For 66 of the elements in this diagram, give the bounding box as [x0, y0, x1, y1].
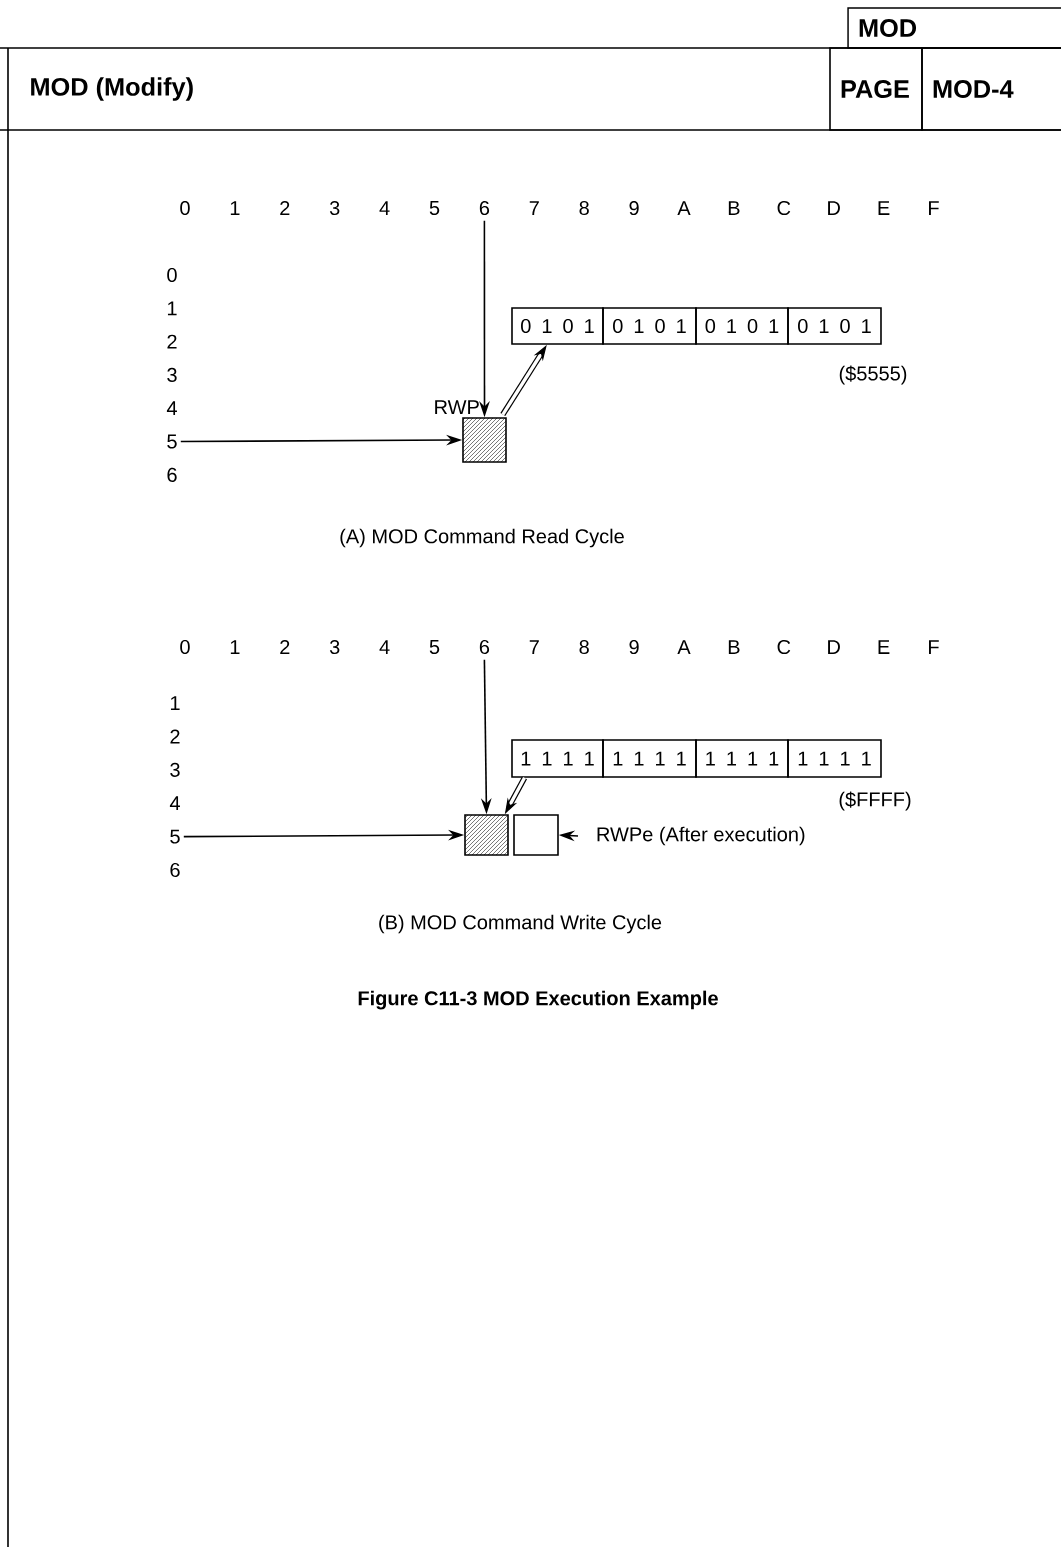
register-cell: 1 1 1 1 [787, 739, 882, 778]
row-number: 6 [170, 862, 180, 878]
header-cell: MOD-4 [921, 47, 1061, 131]
column-number: 4 [379, 201, 390, 215]
cell-label: RWP [435, 400, 479, 414]
register-cell: 1 1 1 1 [511, 739, 604, 778]
column-number: B [728, 640, 740, 654]
column-number: 3 [329, 639, 340, 655]
subfigure-caption: (B) MOD Command Write Cycle [379, 914, 662, 934]
column-number: 9 [629, 200, 639, 216]
column-number: 3 [329, 200, 340, 216]
row-number: 1 [167, 301, 177, 316]
axis-number: 6 [479, 639, 490, 655]
column-number: 9 [629, 639, 639, 655]
column-number: 7 [529, 640, 539, 654]
column-number: 2 [280, 640, 290, 654]
register-cell: 0 1 0 1 [787, 307, 882, 345]
column-number: 1 [230, 640, 240, 654]
column-number: B [728, 201, 740, 215]
column-number: 4 [379, 640, 390, 654]
axis-number: 5 [167, 434, 177, 449]
row-number: 3 [170, 762, 180, 777]
row-number: 2 [170, 729, 180, 744]
row-number: 0 [167, 267, 177, 283]
column-number: E [878, 640, 890, 654]
column-number: D [828, 201, 840, 215]
axis-number: 6 [479, 200, 490, 216]
header-cell: PAGE [829, 47, 923, 131]
register-cell: 1 1 1 1 [695, 739, 789, 778]
column-number: E [878, 201, 890, 215]
column-number: A [677, 640, 691, 654]
column-number: F [929, 640, 939, 654]
page-title: MOD (Modify) [31, 77, 193, 101]
column-number: 8 [579, 200, 589, 216]
row-number: 1 [170, 696, 180, 710]
row-number: 3 [167, 367, 177, 382]
column-number: D [828, 640, 840, 654]
register-cell: 0 1 0 1 [602, 307, 697, 345]
column-number: 0 [180, 639, 190, 655]
hatched-cell [464, 814, 509, 856]
column-number: F [929, 201, 939, 215]
column-number: C [777, 200, 791, 216]
figure-caption: Figure C11-3 MOD Execution Example [358, 990, 718, 1010]
value-label: ($FFFF) [839, 791, 911, 811]
column-number: C [777, 639, 791, 655]
column-number: 5 [429, 640, 440, 654]
register-cell: 1 1 1 1 [602, 739, 697, 778]
row-number: 4 [166, 401, 177, 416]
column-number: 1 [230, 201, 240, 215]
callout-text: RWPe (After execution) [597, 826, 805, 846]
header-tab: MOD [847, 7, 1061, 49]
column-number: 0 [180, 200, 190, 216]
column-number: 2 [280, 201, 290, 215]
row-number: 6 [167, 467, 177, 482]
column-number: 5 [429, 201, 440, 215]
row-number: 2 [167, 334, 177, 349]
column-number: 7 [529, 201, 539, 215]
axis-number: 5 [170, 829, 180, 844]
empty-cell [513, 814, 559, 856]
column-number: 8 [579, 639, 589, 655]
register-cell: 0 1 0 1 [695, 307, 789, 345]
subfigure-caption: (A) MOD Command Read Cycle [340, 528, 624, 548]
row-number: 4 [169, 796, 180, 811]
column-number: A [677, 201, 691, 215]
value-label: ($5555) [839, 365, 907, 385]
register-cell: 0 1 0 1 [511, 307, 604, 345]
